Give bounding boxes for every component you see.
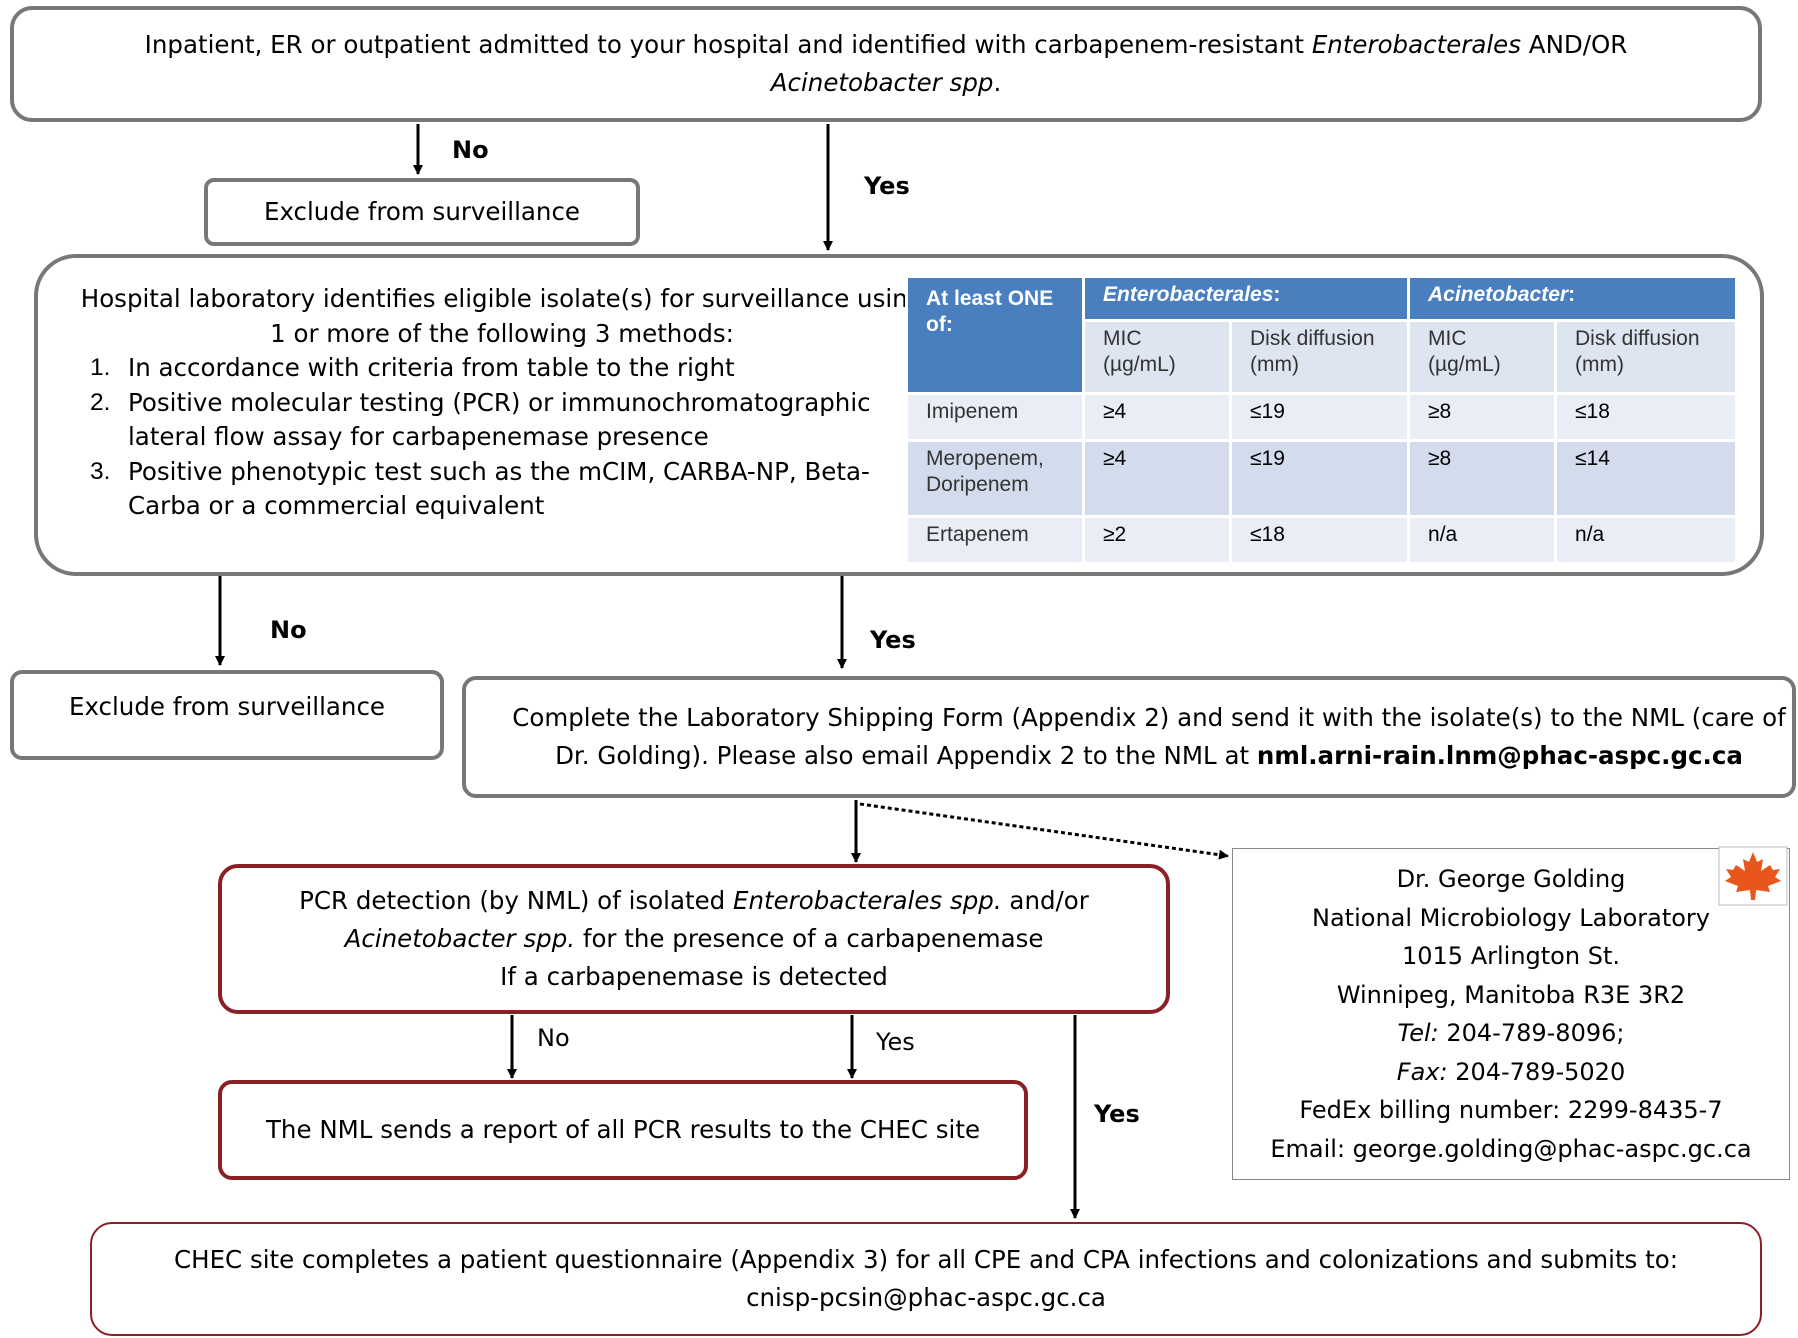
eligibility-box: Inpatient, ER or outpatient admitted to … xyxy=(10,6,1762,122)
table-subheader: MIC (µg/mL) xyxy=(1407,318,1558,395)
table-cell: ≤18 xyxy=(1554,391,1739,442)
table-row: Ertapenem ≥2 ≤18 n/a n/a xyxy=(905,515,1739,565)
table-subheader: Disk diffusion (mm) xyxy=(1228,318,1411,395)
label-no: No xyxy=(270,616,307,644)
table-cell: ≥8 xyxy=(1407,438,1558,519)
table-cell: ≥8 xyxy=(1407,391,1558,442)
contact-street: 1015 Arlington St. xyxy=(1402,942,1620,970)
contact-org: National Microbiology Laboratory xyxy=(1312,903,1710,932)
contact-fax: Fax: 204-789-5020 xyxy=(1396,1057,1626,1086)
lab-intro-line-1: Hospital laboratory identifies eligible … xyxy=(80,284,924,313)
label-yes: Yes xyxy=(870,626,916,654)
criteria-table: At least ONE of: Enterobacterales: Acine… xyxy=(905,275,1739,565)
questionnaire-box: CHEC site completes a patient questionna… xyxy=(90,1222,1762,1336)
table-subheader: Disk diffusion (mm) xyxy=(1554,318,1739,395)
label-yes: Yes xyxy=(1094,1100,1140,1128)
method-list: 1.In accordance with criteria from table… xyxy=(68,351,936,524)
table-cell: ≤19 xyxy=(1228,391,1411,442)
table-corner-header: At least ONE of: xyxy=(905,275,1085,395)
table-cell: n/a xyxy=(1407,515,1558,565)
method-item: 3.Positive phenotypic test such as the m… xyxy=(90,456,870,521)
table-cell: ≥4 xyxy=(1082,391,1232,442)
nml-email-link[interactable]: nml.arni-rain.lnm@phac-aspc.gc.ca xyxy=(1256,741,1743,770)
label-yes: Yes xyxy=(864,172,910,200)
cnisp-email-link[interactable]: cnisp-pcsin@phac-aspc.gc.ca xyxy=(746,1283,1106,1312)
shipping-form-box: Complete the Laboratory Shipping Form (A… xyxy=(462,676,1796,798)
table-row: Imipenem ≥4 ≤19 ≥8 ≤18 xyxy=(905,391,1739,442)
table-cell: Ertapenem xyxy=(905,515,1085,565)
label-no: No xyxy=(537,1024,570,1052)
table-subheader: MIC (µg/mL) xyxy=(1082,318,1232,395)
contact-name: Dr. George Golding xyxy=(1396,865,1626,893)
table-cell: Meropenem, Doripenem xyxy=(905,438,1085,519)
nml-contact-card: Dr. George Golding National Microbiology… xyxy=(1232,848,1790,1180)
table-row: Meropenem, Doripenem ≥4 ≤19 ≥8 ≤14 xyxy=(905,438,1739,519)
table-cell: ≥2 xyxy=(1082,515,1232,565)
label-no: No xyxy=(452,136,489,164)
contact-fedex: FedEx billing number: 2299-8435-7 xyxy=(1299,1096,1723,1124)
dotted-arrow-to-contact xyxy=(859,802,1229,860)
exclude-box-2: Exclude from surveillance xyxy=(10,670,444,760)
table-cell: ≤14 xyxy=(1554,438,1739,519)
table-cell: n/a xyxy=(1554,515,1739,565)
contact-city: Winnipeg, Manitoba R3E 3R2 xyxy=(1336,980,1686,1009)
table-group-enterobacterales: Enterobacterales: xyxy=(1081,275,1411,322)
pcr-report-box: The NML sends a report of all PCR result… xyxy=(218,1080,1028,1180)
table-cell: Imipenem xyxy=(905,391,1085,442)
contact-email[interactable]: Email: george.golding@phac-aspc.gc.ca xyxy=(1270,1134,1752,1163)
maple-leaf-icon xyxy=(1718,846,1788,906)
method-item: 2.Positive molecular testing (PCR) or im… xyxy=(90,387,871,452)
table-group-acinetobacter: Acinetobacter: xyxy=(1407,275,1739,322)
exclude-box-1: Exclude from surveillance xyxy=(204,178,640,246)
table-cell: ≤19 xyxy=(1228,438,1411,519)
table-cell: ≤18 xyxy=(1228,515,1411,565)
table-cell: ≥4 xyxy=(1082,438,1232,519)
pcr-detection-box: PCR detection (by NML) of isolated Enter… xyxy=(218,864,1170,1014)
method-item: 1.In accordance with criteria from table… xyxy=(90,353,735,382)
contact-tel: Tel: 204-789-8096; xyxy=(1397,1019,1625,1047)
label-yes: Yes xyxy=(876,1028,915,1056)
lab-intro-line-2: 1 or more of the following 3 methods: xyxy=(270,318,734,348)
